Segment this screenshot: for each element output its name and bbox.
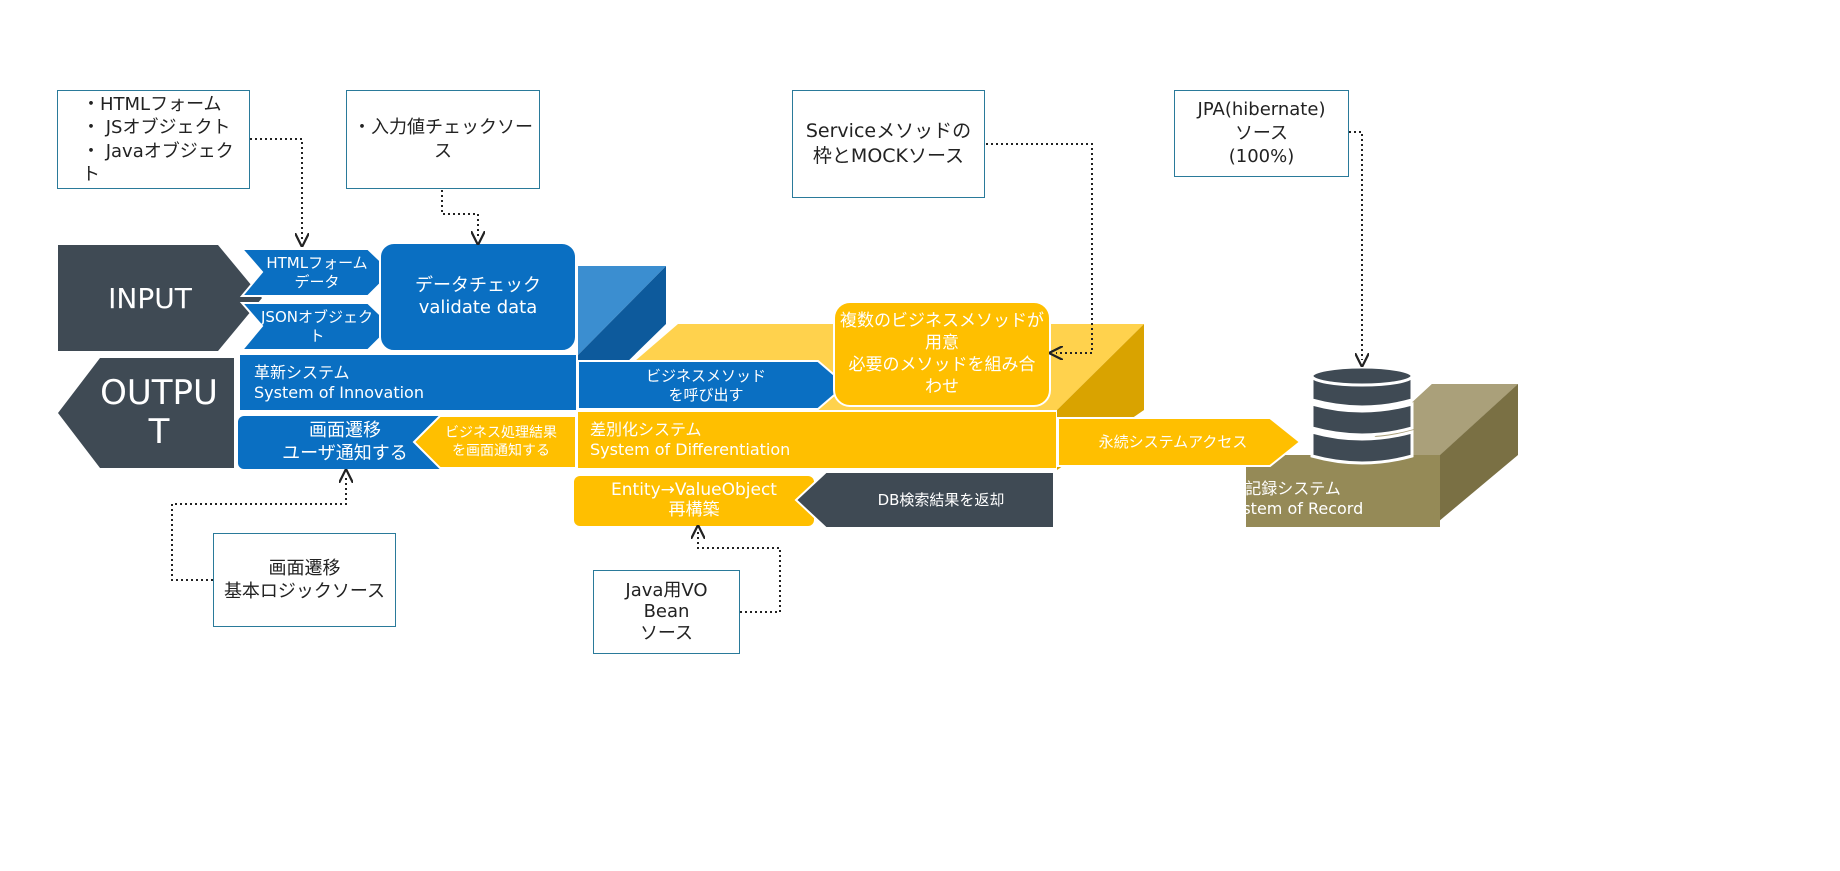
differentiation-label: 差別化システム System of Differentiation xyxy=(590,420,791,459)
note-form-sources: ・HTMLフォーム ・ JSオブジェクト ・ Javaオブジェクト xyxy=(57,90,250,189)
output-label: OUTPU T xyxy=(100,372,218,452)
db-result-return-arrow xyxy=(794,471,1055,529)
input-chevron xyxy=(58,245,262,351)
record-label: 記録システム System of Record xyxy=(1222,479,1364,518)
screen-transition-box xyxy=(238,416,452,469)
connectors xyxy=(171,131,1362,613)
note-java-vo-source: Java用VO Bean ソース xyxy=(593,570,740,654)
business-result-notify-arrow xyxy=(412,415,577,469)
connector-service-mock xyxy=(986,143,1093,353)
innovation-label: 革新システム System of Innovation xyxy=(254,363,424,402)
record-slab xyxy=(1246,384,1518,527)
data-check-label: データチェック validate data xyxy=(415,274,541,319)
note-screen-logic-source: 画面遷移 基本ロジックソース xyxy=(213,533,396,627)
connector-input-check xyxy=(441,190,478,238)
persistence-access-label: 永続システムアクセス xyxy=(1098,432,1248,451)
json-object-arrow xyxy=(239,302,394,351)
screen-transition-label: 画面遷移 ユーザ通知する xyxy=(282,420,408,464)
entity-rebuild-box xyxy=(574,476,814,526)
db-result-return-label: DB検索結果を返却 xyxy=(877,490,1005,509)
entity-rebuild-label: Entity→ValueObject 再構築 xyxy=(611,480,777,520)
database-icon xyxy=(1310,365,1414,465)
call-business-method-label: ビジネスメソッド を呼び出す xyxy=(645,366,766,404)
note-input-check-source: ・入力値チェックソース xyxy=(346,90,540,189)
multiple-business-methods-label: 複数のビジネスメソッドが 用意 必要のメソッドを組み合 わせ xyxy=(840,310,1044,398)
html-form-data-arrow xyxy=(239,248,394,297)
business-result-notify-label: ビジネス処理結果 を画面通知する xyxy=(445,425,557,459)
connector-java-vo xyxy=(698,532,781,613)
connector-jpa xyxy=(1349,131,1362,360)
json-object-label: JSONオブジェク ト xyxy=(261,308,373,345)
note-service-mock: Serviceメソッドの 枠とMOCKソース xyxy=(792,90,985,198)
connector-form-sources xyxy=(250,138,302,240)
note-jpa-source: JPA(hibernate) ソース (100%) xyxy=(1174,90,1349,177)
connector-screen-logic xyxy=(171,476,346,581)
html-form-data-label: HTMLフォーム データ xyxy=(266,254,368,291)
persistence-access-arrow xyxy=(1057,417,1302,467)
call-business-method-arrow xyxy=(577,360,848,410)
output-chevron xyxy=(58,358,234,468)
input-label: INPUT xyxy=(108,281,192,315)
